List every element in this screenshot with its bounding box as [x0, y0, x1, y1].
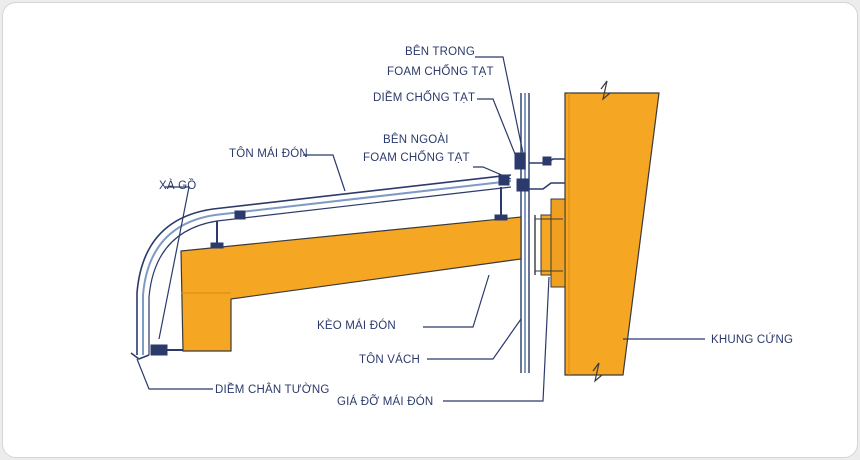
label-keo-mai-don: KÈO MÁI ĐÓN: [317, 319, 396, 332]
label-ben-ngoai: BÊN NGOÀI: [383, 133, 449, 146]
label-ton-mai-don: TÔN MÁI ĐÓN: [229, 147, 308, 160]
wall-sheet: [520, 93, 530, 373]
flashing-foam-details: [514, 152, 565, 192]
canopy-support-bracket: [534, 198, 566, 288]
label-diem-chong-tat: DIỀM CHỐNG TẠT: [373, 90, 475, 104]
rigid-frame-column: [564, 80, 660, 383]
canopy-detail-diagram: BÊN TRONG FOAM CHỐNG TẠT DIỀM CHỐNG TẠT …: [130, 45, 793, 408]
label-ben-trong: BÊN TRONG: [405, 45, 475, 58]
label-xa-go: XÀ GỒ: [159, 179, 196, 192]
label-ton-vach: TÔN VÁCH: [359, 353, 420, 366]
leader-lines: [136, 56, 705, 402]
wall-base-flashing: [130, 352, 150, 360]
canopy-roof-sheet: [136, 174, 512, 355]
label-foam-chong-tat-1: FOAM CHỐNG TẠT: [387, 64, 494, 78]
purlin-clips: [150, 174, 510, 356]
label-diem-chan-tuong: DIỀM CHÂN TƯỜNG: [215, 383, 329, 396]
label-foam-chong-tat-2: FOAM CHỐNG TẠT: [363, 150, 470, 164]
label-gia-do-mai-don: GIÁ ĐỠ MÁI ĐÓN: [337, 395, 433, 408]
label-khung-cung: KHUNG CỨNG: [711, 333, 793, 346]
labels: BÊN TRONG FOAM CHỐNG TẠT DIỀM CHỐNG TẠT …: [159, 45, 793, 408]
